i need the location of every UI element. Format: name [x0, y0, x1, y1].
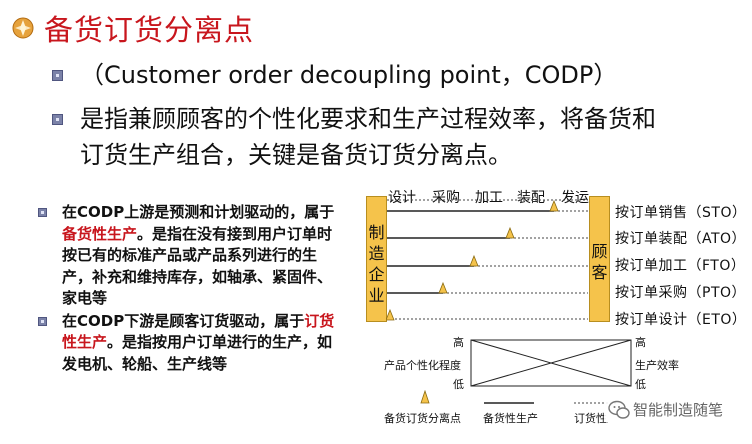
left-low-label: 低: [453, 378, 464, 391]
slide-title-row: 备货订货分离点: [12, 8, 254, 48]
order-fto: 按订单加工（FTO）: [615, 258, 746, 274]
upstream-item: 在CODP上游是预测和计划驱动的，属于备货性生产。是指在没有接到用户订单时按已有…: [36, 202, 346, 310]
tradeoff-diagram: [470, 339, 632, 387]
manufacturer-label: 制造企业: [368, 223, 385, 305]
order-eto: 按订单设计（ETO）: [615, 312, 747, 328]
point-definition-cont: 订货生产组合，关键是备货订货分离点。: [80, 138, 740, 172]
eto-codp-marker: [386, 308, 395, 321]
point-codp: （Customer order decoupling point，CODP）: [52, 58, 740, 92]
stage-purchase: 采购: [432, 190, 460, 206]
wechat-icon: [608, 400, 630, 419]
slide-title: 备货订货分离点: [44, 13, 255, 47]
fto-codp-marker: [469, 254, 479, 267]
point-text: 订货生产组合，关键是备货订货分离点。: [80, 141, 512, 169]
codp-lines: [386, 199, 588, 321]
right-high-label: 高: [635, 336, 646, 349]
left-bullet-list: 在CODP上游是预测和计划驱动的，属于备货性生产。是指在没有接到用户订单时按已有…: [36, 202, 346, 376]
efficiency-label: 生产效率: [635, 359, 679, 372]
downstream-item: 在CODP下游是顾客订货驱动，属于订货性生产。是指按用户订单进行的生产，如发电机…: [36, 311, 346, 376]
right-low-label: 低: [635, 378, 646, 391]
square-bullet-icon: [38, 208, 47, 217]
order-ato: 按订单装配（ATO）: [615, 231, 747, 247]
watermark-text: 智能制造随笔: [633, 401, 724, 419]
square-bullet-icon: [38, 316, 47, 326]
sto-codp-marker: [549, 199, 559, 212]
manufacturer-bar: [366, 196, 387, 322]
tradeoff-box: [470, 339, 632, 387]
order-sto: 按订单销售（STO）: [615, 205, 747, 221]
legend-make-to-order: 订货性生产: [574, 412, 608, 425]
order-pto: 按订单采购（PTO）: [615, 285, 747, 301]
legend-codp: 备货订货分离点: [384, 412, 461, 425]
codp-legend-marker-icon: [420, 390, 430, 404]
pto-codp-marker: [438, 281, 448, 294]
customer-label: 顾客: [591, 242, 608, 282]
stage-process: 加工: [475, 190, 503, 206]
square-bullet-icon: [52, 114, 63, 125]
watermark: 智能制造随笔: [604, 397, 728, 422]
point-text: （Customer order decoupling point，CODP）: [80, 61, 618, 89]
legend-make-to-stock: 备货性生产: [483, 412, 538, 425]
stage-design: 设计: [388, 190, 416, 206]
point-text: 是指兼顾顾客的个性化要求和生产过程效率，将备货和: [80, 105, 656, 133]
customization-line: [470, 339, 632, 387]
point-definition: 是指兼顾顾客的个性化要求和生产过程效率，将备货和: [52, 102, 740, 136]
legend-solid-line: [484, 402, 534, 404]
customer-bar: [589, 196, 610, 322]
ato-codp-marker: [505, 226, 515, 239]
stage-ship: 发运: [561, 190, 589, 206]
square-bullet-icon: [52, 70, 63, 81]
left-high-label: 高: [453, 336, 464, 349]
make-to-order-highlight: 订货性生产: [62, 311, 335, 352]
diamond-bullet-icon: [12, 17, 34, 39]
stage-assembly: 装配: [517, 190, 545, 206]
make-to-stock-highlight: 备货性生产: [62, 224, 138, 243]
customization-label: 产品个性化程度: [384, 359, 461, 372]
